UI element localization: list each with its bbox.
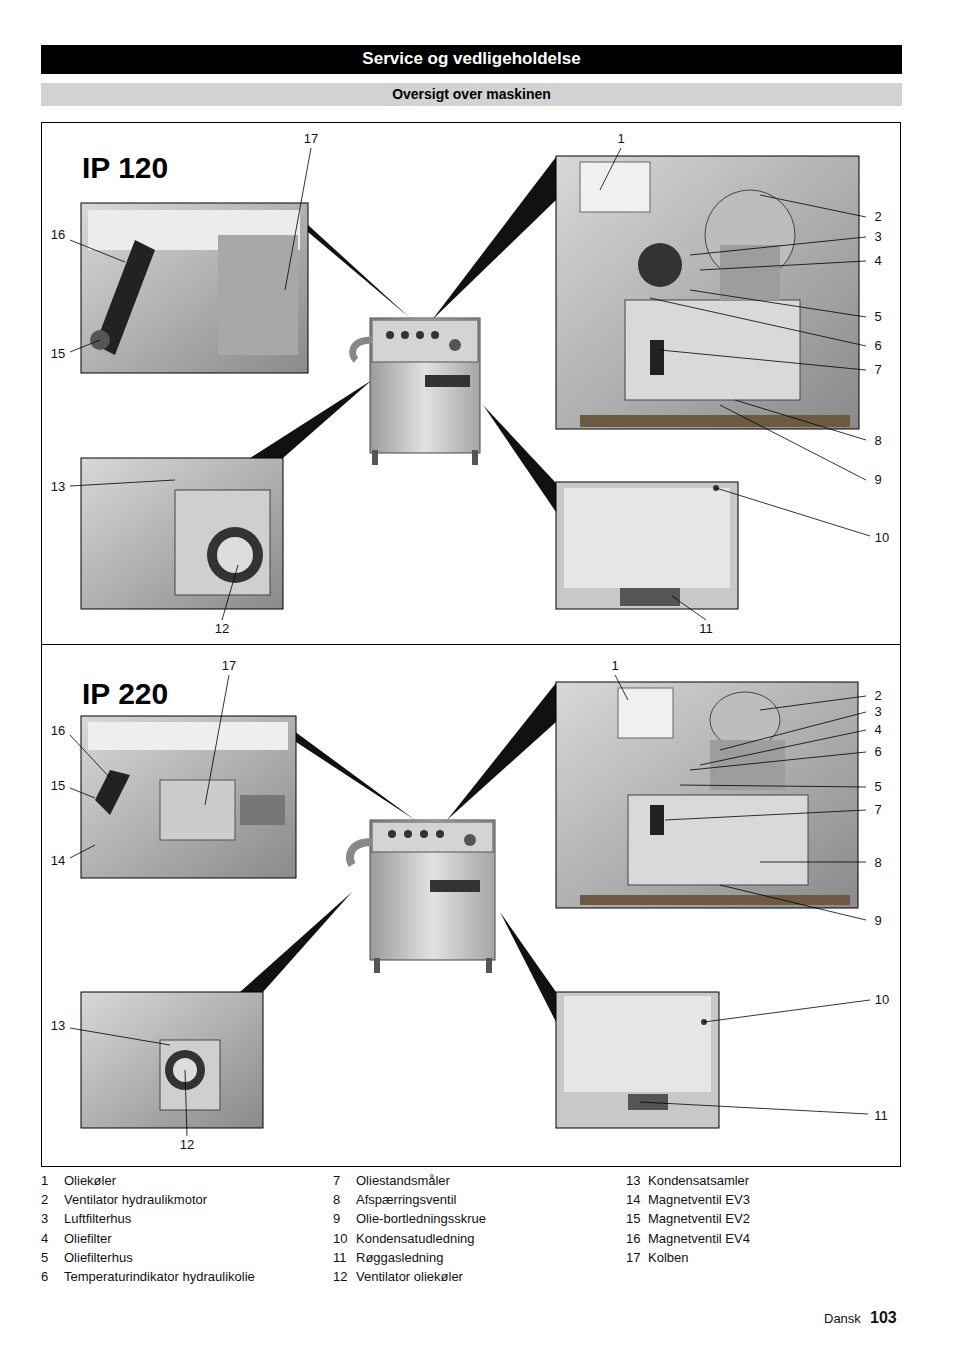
legend-text: Ventilator hydraulikmotor bbox=[64, 1193, 207, 1207]
legend-number: 8 bbox=[333, 1193, 340, 1207]
language-label: Dansk bbox=[824, 1312, 861, 1326]
legend-number: 16 bbox=[626, 1231, 640, 1245]
callout-number: 8 bbox=[874, 856, 881, 870]
leader-line bbox=[70, 148, 870, 1136]
callout-number: 11 bbox=[874, 1109, 888, 1123]
legend-text: Kondensatudledning bbox=[356, 1231, 475, 1245]
legend-number: 3 bbox=[41, 1212, 48, 1226]
callout-number: 1 bbox=[617, 132, 624, 146]
callout-number: 3 bbox=[874, 230, 881, 244]
photo bbox=[81, 156, 859, 609]
callout-number: 6 bbox=[874, 745, 881, 759]
callout-number: 13 bbox=[51, 480, 65, 494]
callout-number: 7 bbox=[874, 363, 881, 377]
callout-number: 1 bbox=[611, 659, 618, 673]
legend-number: 4 bbox=[41, 1231, 48, 1245]
legend-number: 12 bbox=[333, 1270, 347, 1284]
legend-text: Temperaturindikator hydraulikolie bbox=[64, 1270, 255, 1284]
legend-text: Olie-bortledningsskrue bbox=[356, 1212, 486, 1226]
callout-number: 17 bbox=[222, 659, 236, 673]
legend-number: 13 bbox=[626, 1174, 640, 1188]
legend-number: 11 bbox=[333, 1251, 347, 1265]
callout-number: 4 bbox=[874, 723, 881, 737]
legend-text: Oliestandsmåler bbox=[356, 1174, 450, 1188]
photo bbox=[81, 682, 858, 1128]
legend-text: Afspærringsventil bbox=[356, 1193, 456, 1207]
legend-text: Røggasledning bbox=[356, 1251, 443, 1265]
legend-text: Kolben bbox=[648, 1251, 688, 1265]
legend-text: Magnetventil EV2 bbox=[648, 1212, 750, 1226]
callout-number: 8 bbox=[874, 434, 881, 448]
model-panel: IP 220 bbox=[41, 644, 901, 1167]
callout-number: 15 bbox=[51, 347, 65, 361]
callout-number: 11 bbox=[699, 622, 713, 636]
legend-number: 5 bbox=[41, 1251, 48, 1265]
callout-number: 12 bbox=[215, 622, 229, 636]
legend-number: 1 bbox=[41, 1174, 48, 1188]
bar-heading: Oversigt over maskinen bbox=[41, 87, 902, 102]
legend-number: 14 bbox=[626, 1193, 640, 1207]
model-panel: IP 120 bbox=[41, 122, 901, 645]
callout-number: 14 bbox=[51, 854, 65, 868]
legend-text: Oliefilter bbox=[64, 1231, 112, 1245]
section-title-bar: Service og vedligeholdelse bbox=[41, 45, 902, 74]
callout-number: 4 bbox=[874, 254, 881, 268]
callout-number: 16 bbox=[51, 228, 65, 242]
legend-number: 6 bbox=[41, 1270, 48, 1284]
callout-number: 17 bbox=[304, 132, 318, 146]
legend-text: Magnetventil EV4 bbox=[648, 1231, 750, 1245]
legend-text: Oliekøler bbox=[64, 1174, 116, 1188]
legend-number: 17 bbox=[626, 1251, 640, 1265]
callout-number: 5 bbox=[874, 780, 881, 794]
callout-number: 2 bbox=[874, 689, 881, 703]
callout-number: 2 bbox=[874, 210, 881, 224]
callout-number: 9 bbox=[874, 914, 881, 928]
callout-number: 12 bbox=[180, 1138, 194, 1152]
callout-number: 6 bbox=[874, 339, 881, 353]
callout-number: 9 bbox=[874, 473, 881, 487]
callout-number: 7 bbox=[874, 803, 881, 817]
callout-number: 3 bbox=[874, 705, 881, 719]
callout-number: 10 bbox=[875, 531, 889, 545]
callout-number: 15 bbox=[51, 779, 65, 793]
callout-number: 5 bbox=[874, 310, 881, 324]
callout-number: 10 bbox=[875, 993, 889, 1007]
machine-figure bbox=[353, 318, 480, 465]
legend-text: Oliefilterhus bbox=[64, 1251, 133, 1265]
subsection-bar: Oversigt over maskinen bbox=[41, 83, 902, 106]
bar-heading: Service og vedligeholdelse bbox=[41, 50, 902, 69]
legend-number: 15 bbox=[626, 1212, 640, 1226]
legend-text: Luftfilterhus bbox=[64, 1212, 131, 1226]
legend-number: 7 bbox=[333, 1174, 340, 1188]
legend-number: 9 bbox=[333, 1212, 340, 1226]
legend-text: Magnetventil EV3 bbox=[648, 1193, 750, 1207]
legend-number: 10 bbox=[333, 1231, 347, 1245]
page-number: 103 bbox=[870, 1309, 897, 1327]
legend-number: 2 bbox=[41, 1193, 48, 1207]
legend-text: Kondensatsamler bbox=[648, 1174, 749, 1188]
callout-number: 13 bbox=[51, 1019, 65, 1033]
model-heading: IP 220 bbox=[82, 677, 168, 710]
callout-number: 16 bbox=[51, 724, 65, 738]
legend-text: Ventilator oliekøler bbox=[356, 1270, 463, 1284]
model-heading: IP 120 bbox=[82, 151, 168, 184]
machine-figure bbox=[350, 820, 495, 973]
